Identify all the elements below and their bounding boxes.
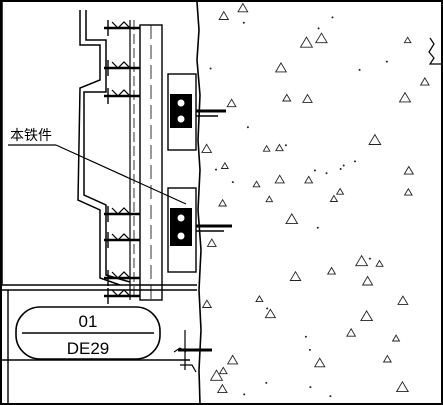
hatch-triangle	[361, 275, 374, 286]
hatch-dot	[313, 169, 316, 172]
floor-lines	[2, 290, 190, 404]
hatch-dot	[331, 16, 334, 19]
hatch-triangle	[315, 32, 328, 44]
clip-bracket	[104, 232, 140, 248]
hatch-triangle	[218, 198, 228, 207]
hatch-dot	[329, 395, 332, 398]
hatch-dot	[266, 307, 269, 310]
hatch-dot	[309, 386, 312, 389]
hatch-triangle	[397, 295, 409, 305]
hatch-triangle	[252, 180, 261, 188]
hatch-triangle	[201, 143, 213, 153]
hatch-dot	[246, 126, 249, 129]
concrete-hatch	[201, 2, 430, 398]
hatch-triangle	[326, 266, 337, 275]
hatch-triangle	[226, 354, 239, 365]
hatch-triangle	[382, 354, 392, 363]
hatch-triangle	[395, 380, 409, 393]
embedded-plate-lower	[167, 187, 232, 273]
hatch-triangle	[218, 366, 228, 375]
hatch-triangle	[282, 93, 292, 102]
hatch-dot	[215, 168, 217, 171]
hatch-dot	[368, 257, 371, 260]
hatch-triangle	[265, 195, 274, 203]
detail-sheet: DE29	[67, 339, 110, 358]
steel-channel	[129, 20, 163, 301]
hatch-triangle	[299, 36, 314, 48]
clip-bracket	[104, 88, 140, 104]
hatch-triangle	[264, 308, 277, 319]
hatch-dot	[342, 164, 345, 167]
hatch-triangle	[275, 143, 284, 152]
hatch-dot	[231, 181, 234, 184]
hatch-triangle	[218, 10, 230, 20]
callout-leader	[8, 144, 187, 205]
hatch-triangle	[274, 62, 288, 73]
hatch-dot	[317, 27, 320, 30]
clip-bracket	[104, 206, 140, 222]
hatch-triangle	[274, 174, 285, 184]
hatch-triangle	[285, 213, 299, 225]
hatch-triangle	[403, 36, 412, 44]
hatch-dot	[385, 60, 388, 63]
hatch-triangle	[398, 91, 412, 103]
hatch-dot	[242, 21, 245, 24]
clip-bracket	[104, 288, 140, 304]
hatch-dot	[358, 68, 361, 71]
hatch-dot	[339, 168, 342, 170]
hatch-dot	[209, 67, 212, 70]
embedded-plate-upper	[167, 73, 226, 151]
hatch-triangle	[237, 2, 249, 13]
break-line	[428, 37, 443, 65]
panel-frame	[1, 2, 197, 291]
hatch-triangle	[391, 334, 401, 342]
clip-brackets	[104, 20, 140, 304]
hatch-triangle	[209, 369, 224, 381]
hatch-triangle	[220, 161, 229, 169]
bottom-anchor	[173, 330, 212, 373]
detail-number: 01	[79, 312, 98, 331]
hatch-triangle	[206, 238, 217, 247]
hatch-triangle	[201, 299, 213, 308]
hatch-triangle	[403, 187, 413, 196]
hatch-triangle	[304, 175, 314, 184]
clip-bracket	[104, 60, 140, 76]
hatch-triangle	[355, 254, 369, 267]
hatch-triangle	[216, 383, 228, 394]
hatch-dot	[325, 172, 328, 175]
hatch-dot	[243, 393, 246, 396]
hatch-triangle	[313, 357, 326, 368]
concrete-wall-edge	[196, 1, 202, 405]
hatch-triangle	[346, 327, 357, 337]
hatch-dot	[308, 348, 311, 351]
hatch-triangle	[419, 77, 430, 86]
hatch-triangle	[403, 165, 415, 175]
hatch-dot	[265, 381, 268, 384]
clip-bracket	[104, 20, 140, 36]
hatch-triangle	[368, 133, 382, 145]
hatch-dot	[316, 226, 319, 229]
hatch-triangle	[335, 187, 345, 195]
hatch-dot	[354, 160, 356, 163]
hatch-triangle	[262, 144, 271, 152]
hatch-triangle	[226, 98, 237, 108]
hatch-dot	[284, 144, 287, 147]
hatch-dot	[304, 335, 307, 338]
callout-label: 本铁件	[10, 128, 52, 144]
hatch-triangle	[289, 270, 302, 281]
hatch-triangle	[255, 295, 264, 303]
hatch-triangle	[302, 93, 313, 103]
hatch-triangle	[329, 194, 339, 202]
hatch-triangle	[360, 310, 374, 322]
hatch-triangle	[375, 259, 384, 267]
detail-reference-bubble	[15, 306, 161, 360]
clip-bracket	[104, 270, 140, 286]
